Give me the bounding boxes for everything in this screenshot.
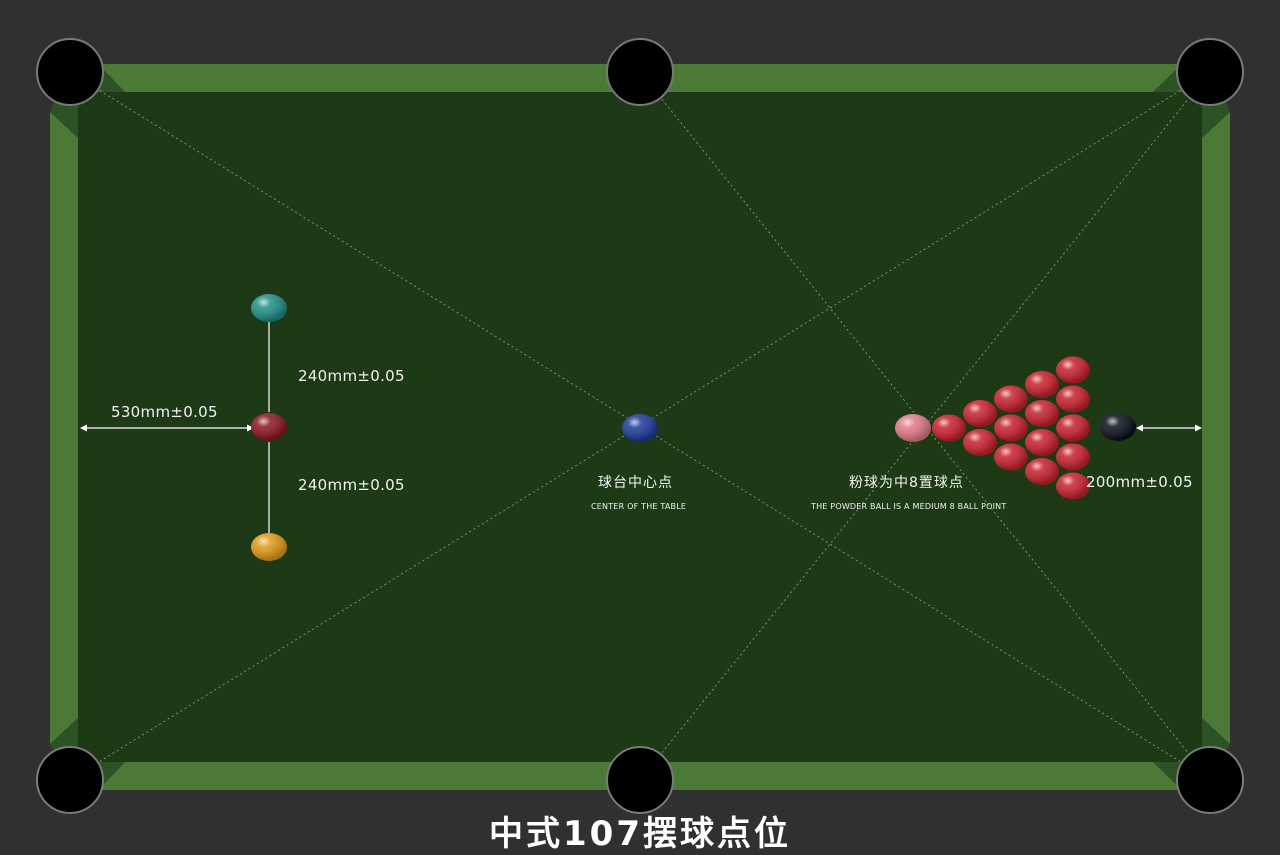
rail-top-right (654, 64, 1182, 92)
pocket-bottom-left (36, 746, 104, 814)
rail-bottom-right (654, 762, 1182, 790)
red-ball (1025, 458, 1059, 485)
red-ball (1025, 429, 1059, 456)
center-label-cn: 球台中心点 (598, 475, 673, 491)
arrowhead-left-end (247, 424, 254, 432)
pink-spot-label-en: THE POWDER BALL IS A MEDIUM 8 BALL POINT (811, 502, 1007, 511)
red-ball-triangle (932, 356, 1090, 500)
diagonal-topmid-br (639, 71, 1211, 781)
green-ball (251, 294, 287, 322)
red-ball (963, 400, 997, 427)
pocket-bottom-middle (606, 746, 674, 814)
red-ball (994, 443, 1028, 471)
arrowhead-left-start (80, 424, 87, 432)
yellow-ball (251, 533, 287, 561)
rail-top-left (98, 64, 628, 92)
rail-right (1202, 112, 1230, 744)
arrowhead-right-start (1136, 424, 1143, 432)
red-ball (963, 429, 997, 456)
arrow-heads (80, 424, 1202, 432)
red-ball (1025, 400, 1059, 427)
red-ball (1056, 385, 1090, 413)
arrowhead-right-end (1195, 424, 1202, 432)
measurement-lines (82, 322, 1200, 534)
rail-left (50, 112, 78, 744)
pockets (36, 38, 1244, 814)
diagonal-bottommid-tr (639, 71, 1211, 781)
right-distance-label: 200mm±0.05 (1086, 473, 1193, 491)
red-ball (932, 414, 966, 442)
red-ball (994, 414, 1028, 442)
blue-ball (622, 414, 658, 442)
pocket-bottom-right (1176, 746, 1244, 814)
pink-ball (895, 414, 931, 442)
red-ball (1056, 472, 1090, 500)
pocket-top-middle (606, 38, 674, 106)
pocket-top-right (1176, 38, 1244, 106)
black-ball (1100, 413, 1136, 441)
red-ball (1025, 371, 1059, 398)
red-ball (994, 385, 1028, 413)
brown-ball (251, 413, 287, 441)
red-ball (1056, 443, 1090, 471)
rail-bottom-left (98, 762, 628, 790)
pocket-top-left (36, 38, 104, 106)
red-ball (1056, 414, 1090, 442)
red-ball (1056, 356, 1090, 384)
top-spacing-label: 240mm±0.05 (298, 367, 405, 385)
bottom-spacing-label: 240mm±0.05 (298, 476, 405, 494)
center-label-en: CENTER OF THE TABLE (591, 502, 687, 511)
pink-spot-label-cn: 粉球为中8置球点 (849, 475, 964, 491)
left-distance-label: 530mm±0.05 (111, 403, 218, 421)
diagram-caption: 中式107摆球点位 (489, 814, 791, 854)
balls (251, 294, 1136, 561)
